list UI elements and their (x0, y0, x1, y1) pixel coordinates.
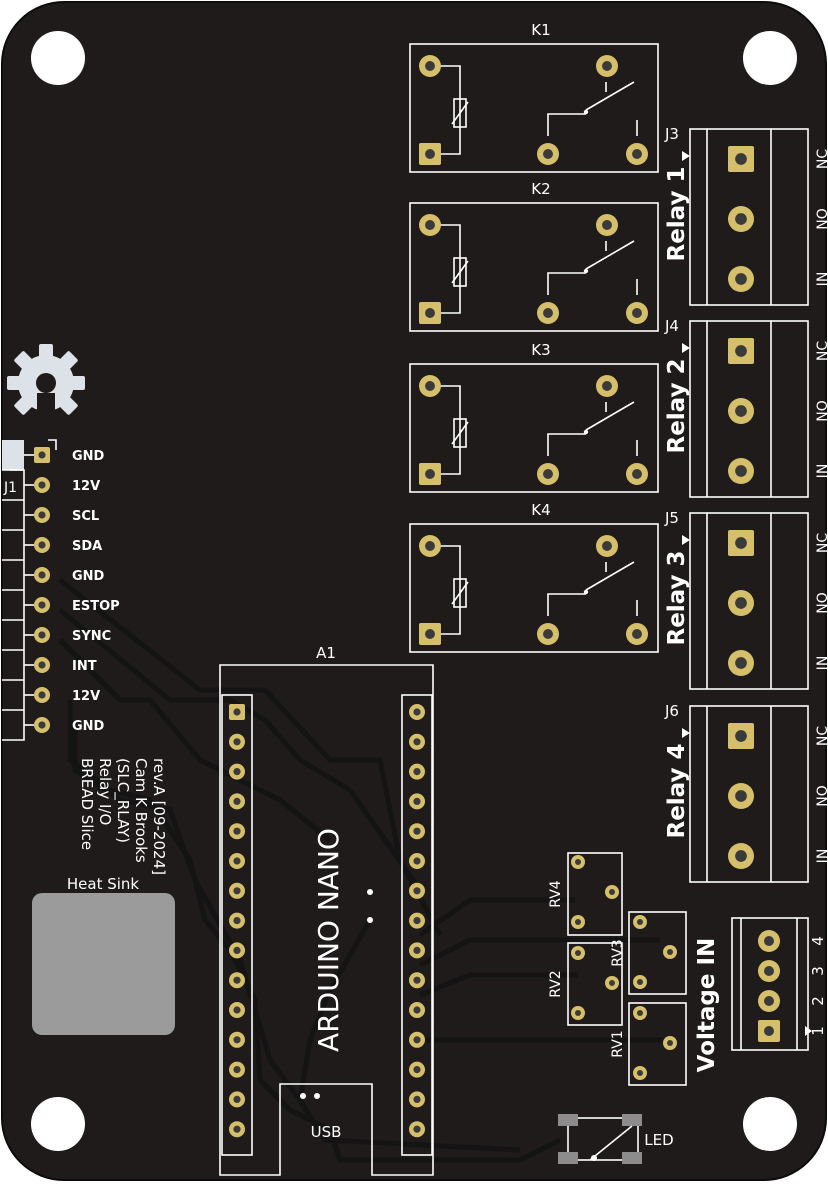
arduino-label: ARDUINO NANO (312, 828, 345, 1052)
terminal-pin-label: IN (815, 656, 828, 671)
relay-k3: K3 (409, 341, 659, 493)
terminal-pin-label: NO (815, 400, 828, 422)
credit-line-2: Relay I/O (96, 758, 114, 825)
j1-pin: INT (2, 649, 97, 674)
mounting-holes (31, 31, 797, 1151)
relay-ref-label: K3 (531, 341, 550, 359)
terminal-pin-label: NO (815, 208, 828, 230)
terminal-pin-label: IN (815, 272, 828, 287)
usb-label: USB (311, 1123, 342, 1141)
j1-pin-label: 12V (72, 689, 100, 704)
pot-rv1-label: RV1 (610, 1030, 626, 1057)
j1-pin: 12V (2, 469, 100, 494)
terminal-pin-label: NC (815, 341, 828, 361)
arduino-ref-label: A1 (316, 644, 336, 662)
vin-pin-1: 1 (809, 1026, 827, 1036)
j1-pin-label: SYNC (72, 629, 111, 644)
vin-pin-3: 3 (809, 966, 827, 976)
j1-pin: SYNC (2, 619, 111, 644)
arduino-nano-module: A1 ARDUINO NANO USB (219, 644, 434, 1176)
terminal-pin-label: NO (815, 785, 828, 807)
j1-pin-label: 12V (72, 479, 100, 494)
voltage-in-label: Voltage IN (694, 938, 720, 1073)
relay-ref-label: K1 (531, 21, 550, 39)
credit-line-1: BREAD Slice (78, 758, 96, 850)
vias (300, 889, 597, 1161)
j1-pin: GND (24, 447, 105, 464)
terminal-ref-label: J5 (664, 509, 679, 527)
relay-channel-label: Relay 3 (664, 550, 690, 645)
oshw-gear-icon (7, 344, 85, 423)
terminal-pin-label: NC (815, 726, 828, 746)
relay-ref-label: K2 (531, 180, 550, 198)
credits-block: BREAD Slice Relay I/O (SLC_RLAY) Cam K B… (78, 758, 168, 875)
heat-sink-pad (32, 893, 175, 1035)
relay-channel-label: Relay 1 (664, 166, 690, 261)
relay-channel-label: Relay 2 (664, 358, 690, 453)
j1-pin: ESTOP (2, 589, 120, 614)
heat-sink-label: Heat Sink (67, 875, 140, 893)
j1-pin-label: GND (72, 449, 105, 464)
j1-pin-list: GND 12V SCL SDA GND ESTOP SYNC INT 12V GND (2, 447, 120, 734)
header-j1: J1 GND 12V SCL SDA GND ESTOP SYNC INT 12V GND (2, 439, 120, 741)
j1-pin-label: SCL (72, 509, 99, 524)
j1-ref-label: J1 (3, 480, 17, 496)
terminal-pin-label: IN (815, 849, 828, 864)
j1-pin: SDA (2, 529, 102, 554)
pot-rv4-label: RV4 (548, 880, 564, 908)
terminal-pin-label: NO (815, 592, 828, 614)
led-component: LED (558, 1114, 674, 1164)
terminal-ref-label: J3 (664, 125, 679, 143)
relay-channel-label: Relay 4 (664, 743, 690, 838)
led-label: LED (644, 1131, 673, 1149)
potentiometers: RV4 RV3 RV2 RV1 (548, 852, 687, 1086)
j1-pin-label: GND (72, 719, 105, 734)
terminal-pin-label: NC (815, 533, 828, 553)
credit-line-3: (SLC_RLAY) (113, 758, 132, 843)
terminal-pin-label: IN (815, 464, 828, 479)
pot-rv3-label: RV3 (610, 939, 626, 966)
credit-line-4: Cam K Brooks (132, 758, 150, 863)
vin-pin-2: 2 (809, 996, 827, 1006)
relay-ref-label: K4 (531, 501, 550, 519)
j1-pin: GND (2, 559, 105, 584)
relay-k4: K4 (409, 501, 659, 653)
voltage-in-terminal: Voltage IN 4 3 2 1 (694, 917, 827, 1073)
j1-pin: 12V (2, 679, 100, 704)
terminal-ref-label: J6 (664, 702, 679, 720)
vin-pin-4: 4 (809, 936, 827, 946)
j1-pin: SCL (2, 499, 99, 524)
relay-k2: K2 (409, 180, 659, 332)
j1-pin-label: ESTOP (72, 599, 120, 614)
credit-line-5: rev.A [09-2024] (150, 758, 168, 875)
j1-pin-label: INT (72, 659, 97, 674)
pin1-marker (2, 440, 24, 470)
relay-k1: K1 (409, 21, 659, 173)
j1-pin: GND (2, 709, 105, 734)
pot-rv2-label: RV2 (548, 970, 564, 997)
terminal-ref-label: J4 (664, 317, 679, 335)
nano-pin-rows (229, 704, 425, 1138)
terminal-pin-label: NC (815, 149, 828, 169)
heat-sink: Heat Sink (32, 875, 175, 1035)
j1-pin-label: SDA (72, 539, 102, 554)
j1-pin-label: GND (72, 569, 105, 584)
